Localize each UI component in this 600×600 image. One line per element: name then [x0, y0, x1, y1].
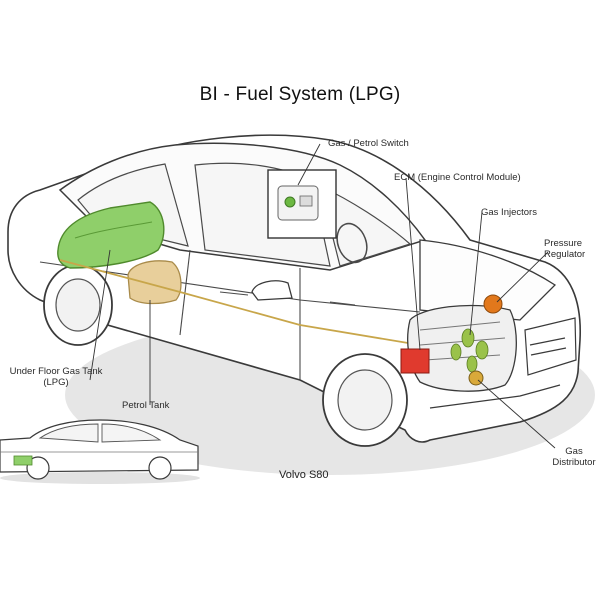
car-model-label: Volvo S80 [279, 469, 329, 481]
ecm-box [400, 348, 430, 374]
front-wheel [322, 353, 408, 447]
label-pressure-regulator: Pressure Regulator [544, 238, 586, 260]
diagram-title: BI - Fuel System (LPG) [199, 84, 401, 105]
leader-lines [89, 143, 556, 449]
lpg-gas-tank [57, 201, 165, 269]
label-gas-distributor: Gas Distributor [552, 446, 596, 468]
front-end [429, 317, 577, 409]
switch-inset [267, 169, 337, 239]
petrol-tank [127, 260, 182, 305]
side-mirror [251, 280, 293, 301]
label-gas-petrol-switch: Gas / Petrol Switch [328, 138, 409, 149]
gas-injectors [450, 328, 489, 373]
label-petrol-tank: Petrol Tank [122, 400, 170, 411]
steering-wheel [336, 222, 368, 264]
engine [407, 304, 517, 392]
label-under-floor-gas-tank: Under Floor Gas Tank (LPG) [9, 366, 103, 388]
rear-wheel [43, 264, 113, 346]
hood [419, 239, 557, 321]
label-gas-injectors: Gas Injectors [481, 207, 537, 218]
side-view-car [0, 419, 200, 484]
gas-line [59, 259, 421, 346]
label-ecm: ECM (Engine Control Module) [394, 172, 521, 183]
pressure-regulator [483, 294, 503, 314]
